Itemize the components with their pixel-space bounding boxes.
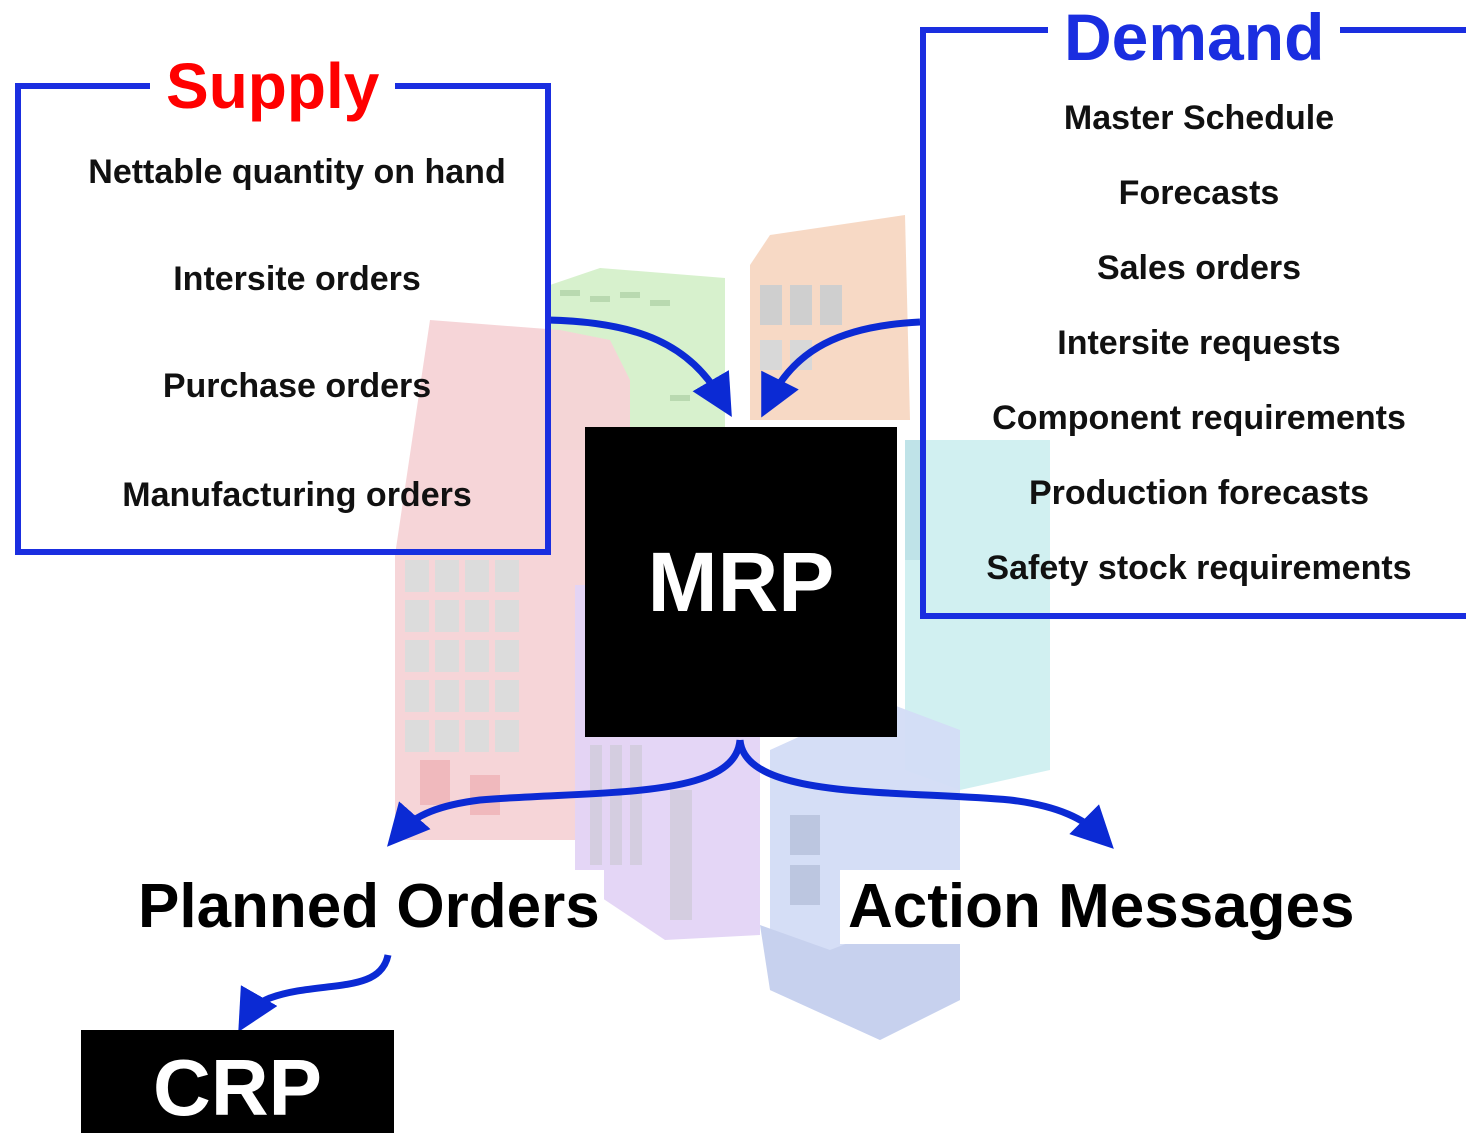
action-messages-label: Action Messages — [840, 870, 1359, 944]
demand-item-production-forecasts: Production forecasts — [1028, 474, 1370, 512]
supply-item-nettable-quantity: Nettable quantity on hand — [88, 153, 506, 191]
demand-item-sales-orders: Sales orders — [1096, 249, 1302, 287]
crp-label: CRP — [153, 1042, 322, 1132]
crp-block: CRP — [81, 1030, 394, 1133]
demand-item-component-requirements: Component requirements — [992, 399, 1406, 437]
demand-item-safety-stock-requirements: Safety stock requirements — [986, 549, 1412, 587]
demand-item-forecasts: Forecasts — [1118, 174, 1280, 212]
planned-orders-to-crp-arrow — [238, 954, 392, 1033]
demand-title: Demand — [1048, 4, 1341, 70]
demand-item-master-schedule: Master Schedule — [1063, 99, 1335, 137]
mrp-to-planned-orders-arrow — [387, 739, 744, 847]
demand-item-intersite-requests: Intersite requests — [1057, 324, 1341, 362]
mrp-label: MRP — [647, 535, 835, 629]
mrp-to-action-messages-arrow — [736, 739, 1114, 849]
mrp-block: MRP — [585, 427, 897, 737]
supply-to-mrp-arrow — [547, 316, 732, 417]
supply-title: Supply — [150, 54, 396, 118]
supply-item-purchase-orders: Purchase orders — [162, 367, 432, 405]
supply-item-intersite-orders: Intersite orders — [173, 260, 421, 298]
demand-to-mrp-arrow — [761, 318, 921, 418]
supply-item-manufacturing-orders: Manufacturing orders — [122, 476, 472, 514]
planned-orders-label: Planned Orders — [134, 870, 604, 944]
